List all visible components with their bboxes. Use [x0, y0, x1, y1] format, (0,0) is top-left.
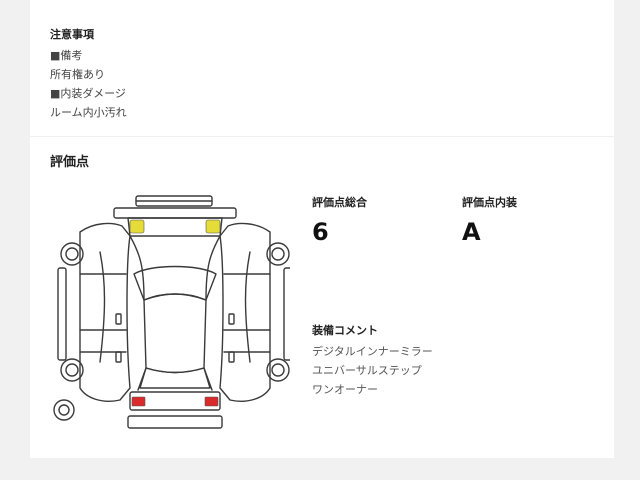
wheel-front-left: [60, 242, 84, 266]
damage-mark-front-left: [129, 219, 145, 234]
equipment-title: 装備コメント: [312, 324, 378, 337]
notes-title: 注意事項: [50, 28, 94, 41]
equipment-item: デジタルインナーミラー: [312, 345, 433, 358]
equipment-section: 装備コメント デジタルインナーミラー ユニバーサルステップ ワンオーナー: [312, 322, 433, 399]
note-line: 所有権あり: [50, 68, 105, 81]
overall-score-value: 6: [312, 218, 329, 246]
interior-score: 評価点内装 A: [462, 194, 517, 246]
divider: [30, 136, 614, 137]
note-line: ■内装ダメージ: [50, 87, 126, 100]
overall-score-label: 評価点総合: [312, 196, 367, 209]
note-line: ■備考: [50, 49, 83, 62]
spare-tire: [53, 399, 75, 421]
front-bumper: [113, 195, 237, 219]
overall-score: 評価点総合 6: [312, 194, 367, 246]
wheel-rear-left: [60, 358, 84, 382]
equipment-item: ワンオーナー: [312, 383, 378, 396]
damage-mark-rear-right: [204, 396, 219, 407]
rear-bumper: [127, 391, 223, 429]
rear-window: [139, 367, 211, 389]
notes-section: 注意事項 ■備考 所有権あり ■内装ダメージ ルーム内小汚れ: [50, 26, 127, 122]
wheel-front-right: [266, 242, 290, 266]
car-damage-diagram: [53, 195, 290, 429]
roof: [143, 293, 207, 374]
equipment-item: ユニバーサルステップ: [312, 364, 422, 377]
damage-mark-front-right: [205, 219, 221, 234]
windshield: [133, 265, 217, 301]
interior-score-value: A: [462, 218, 481, 246]
vehicle-info-card: 注意事項 ■備考 所有権あり ■内装ダメージ ルーム内小汚れ 評価点: [30, 0, 614, 458]
interior-score-label: 評価点内装: [462, 196, 517, 209]
wheel-rear-right: [266, 358, 290, 382]
left-side-panel: [79, 222, 131, 402]
evaluation-title: 評価点: [50, 155, 90, 170]
damage-mark-rear-left: [131, 396, 146, 407]
right-side-panel: [219, 222, 271, 402]
note-line: ルーム内小汚れ: [50, 106, 127, 119]
